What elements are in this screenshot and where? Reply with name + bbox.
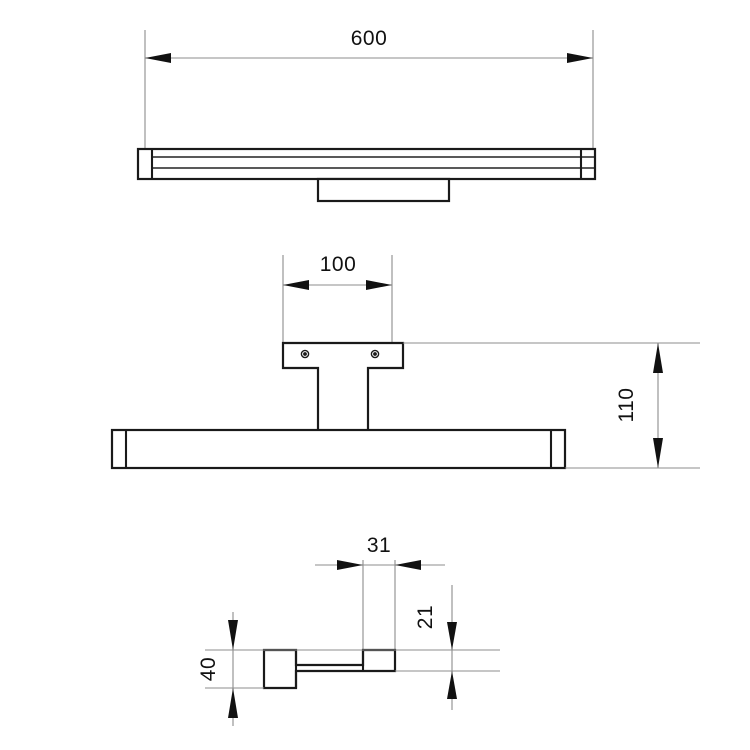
dim-label-21: 21 (414, 605, 437, 629)
arrow-600-right (567, 53, 593, 63)
arrow-31-right (395, 560, 421, 570)
arrow-110-top (653, 343, 663, 373)
arrow-21-bottom (447, 671, 457, 699)
rear-view-t-bracket (281, 341, 405, 433)
arrow-110-bottom (653, 438, 663, 468)
front-view-group: 600 (136, 27, 597, 203)
dim-label-100: 100 (320, 253, 357, 276)
arrow-100-right (366, 280, 392, 290)
side-view-body (262, 648, 397, 690)
dim-label-40: 40 (197, 657, 220, 681)
arrow-100-left (283, 280, 309, 290)
arrow-21-top (447, 622, 457, 650)
dim-label-110: 110 (615, 388, 638, 423)
dim-label-31: 31 (367, 534, 391, 557)
dim-label-600: 600 (351, 27, 388, 50)
arrow-40-top (228, 620, 238, 650)
screw-hole-right (373, 352, 377, 356)
arrow-31-left (337, 560, 363, 570)
side-view-group: 31 40 21 (197, 534, 500, 726)
front-view-mount-bracket (316, 177, 451, 203)
front-view-bar-body (136, 147, 597, 181)
arrow-40-bottom (228, 688, 238, 718)
arrow-600-left (145, 53, 171, 63)
rear-view-group: 100 110 (110, 253, 700, 470)
rear-view-bar-body (110, 428, 567, 470)
screw-hole-left (303, 352, 307, 356)
